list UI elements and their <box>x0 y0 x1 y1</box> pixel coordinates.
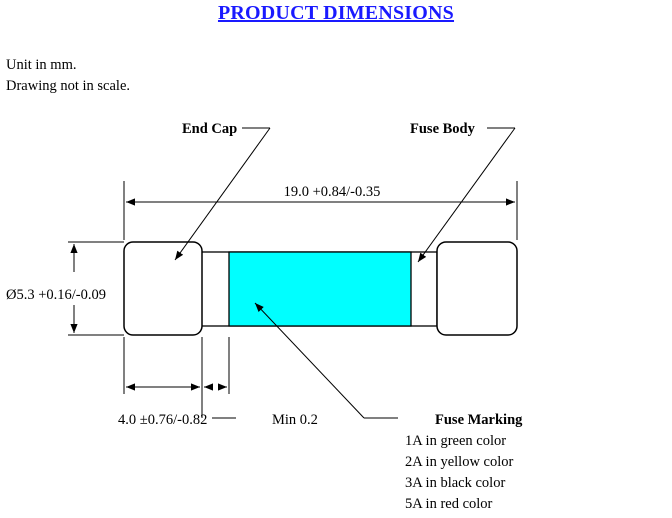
diameter-label: Ø5.3 +0.16/-0.09 <box>6 287 106 303</box>
marking-color-item: 2A in yellow color <box>405 454 514 470</box>
marking-color-item: 3A in black color <box>405 475 505 491</box>
length-label: 19.0 +0.84/-0.35 <box>284 184 381 200</box>
end-cap-left <box>123 241 203 336</box>
fuse-body-label: Fuse Body <box>410 121 476 137</box>
scale-note: Drawing not in scale. <box>6 78 131 94</box>
fuse-marking-label: Fuse Marking <box>435 412 523 428</box>
end-cap-right <box>436 241 518 336</box>
fuse-marking-leader <box>254 302 365 419</box>
marking-color-item: 5A in red color <box>405 496 493 512</box>
cap-length-label: 4.0 ±0.76/-0.82 <box>118 412 207 428</box>
fuse-body-marking <box>228 251 412 327</box>
end-cap-label: End Cap <box>182 121 237 137</box>
page-title: PRODUCT DIMENSIONS <box>217 2 455 24</box>
marking-color-item: 1A in green color <box>405 433 506 449</box>
gap-min-label: Min 0.2 <box>272 412 318 428</box>
fuse-body-leader <box>417 127 516 263</box>
end-cap-leader <box>174 127 271 261</box>
unit-note: Unit in mm. <box>6 57 77 73</box>
